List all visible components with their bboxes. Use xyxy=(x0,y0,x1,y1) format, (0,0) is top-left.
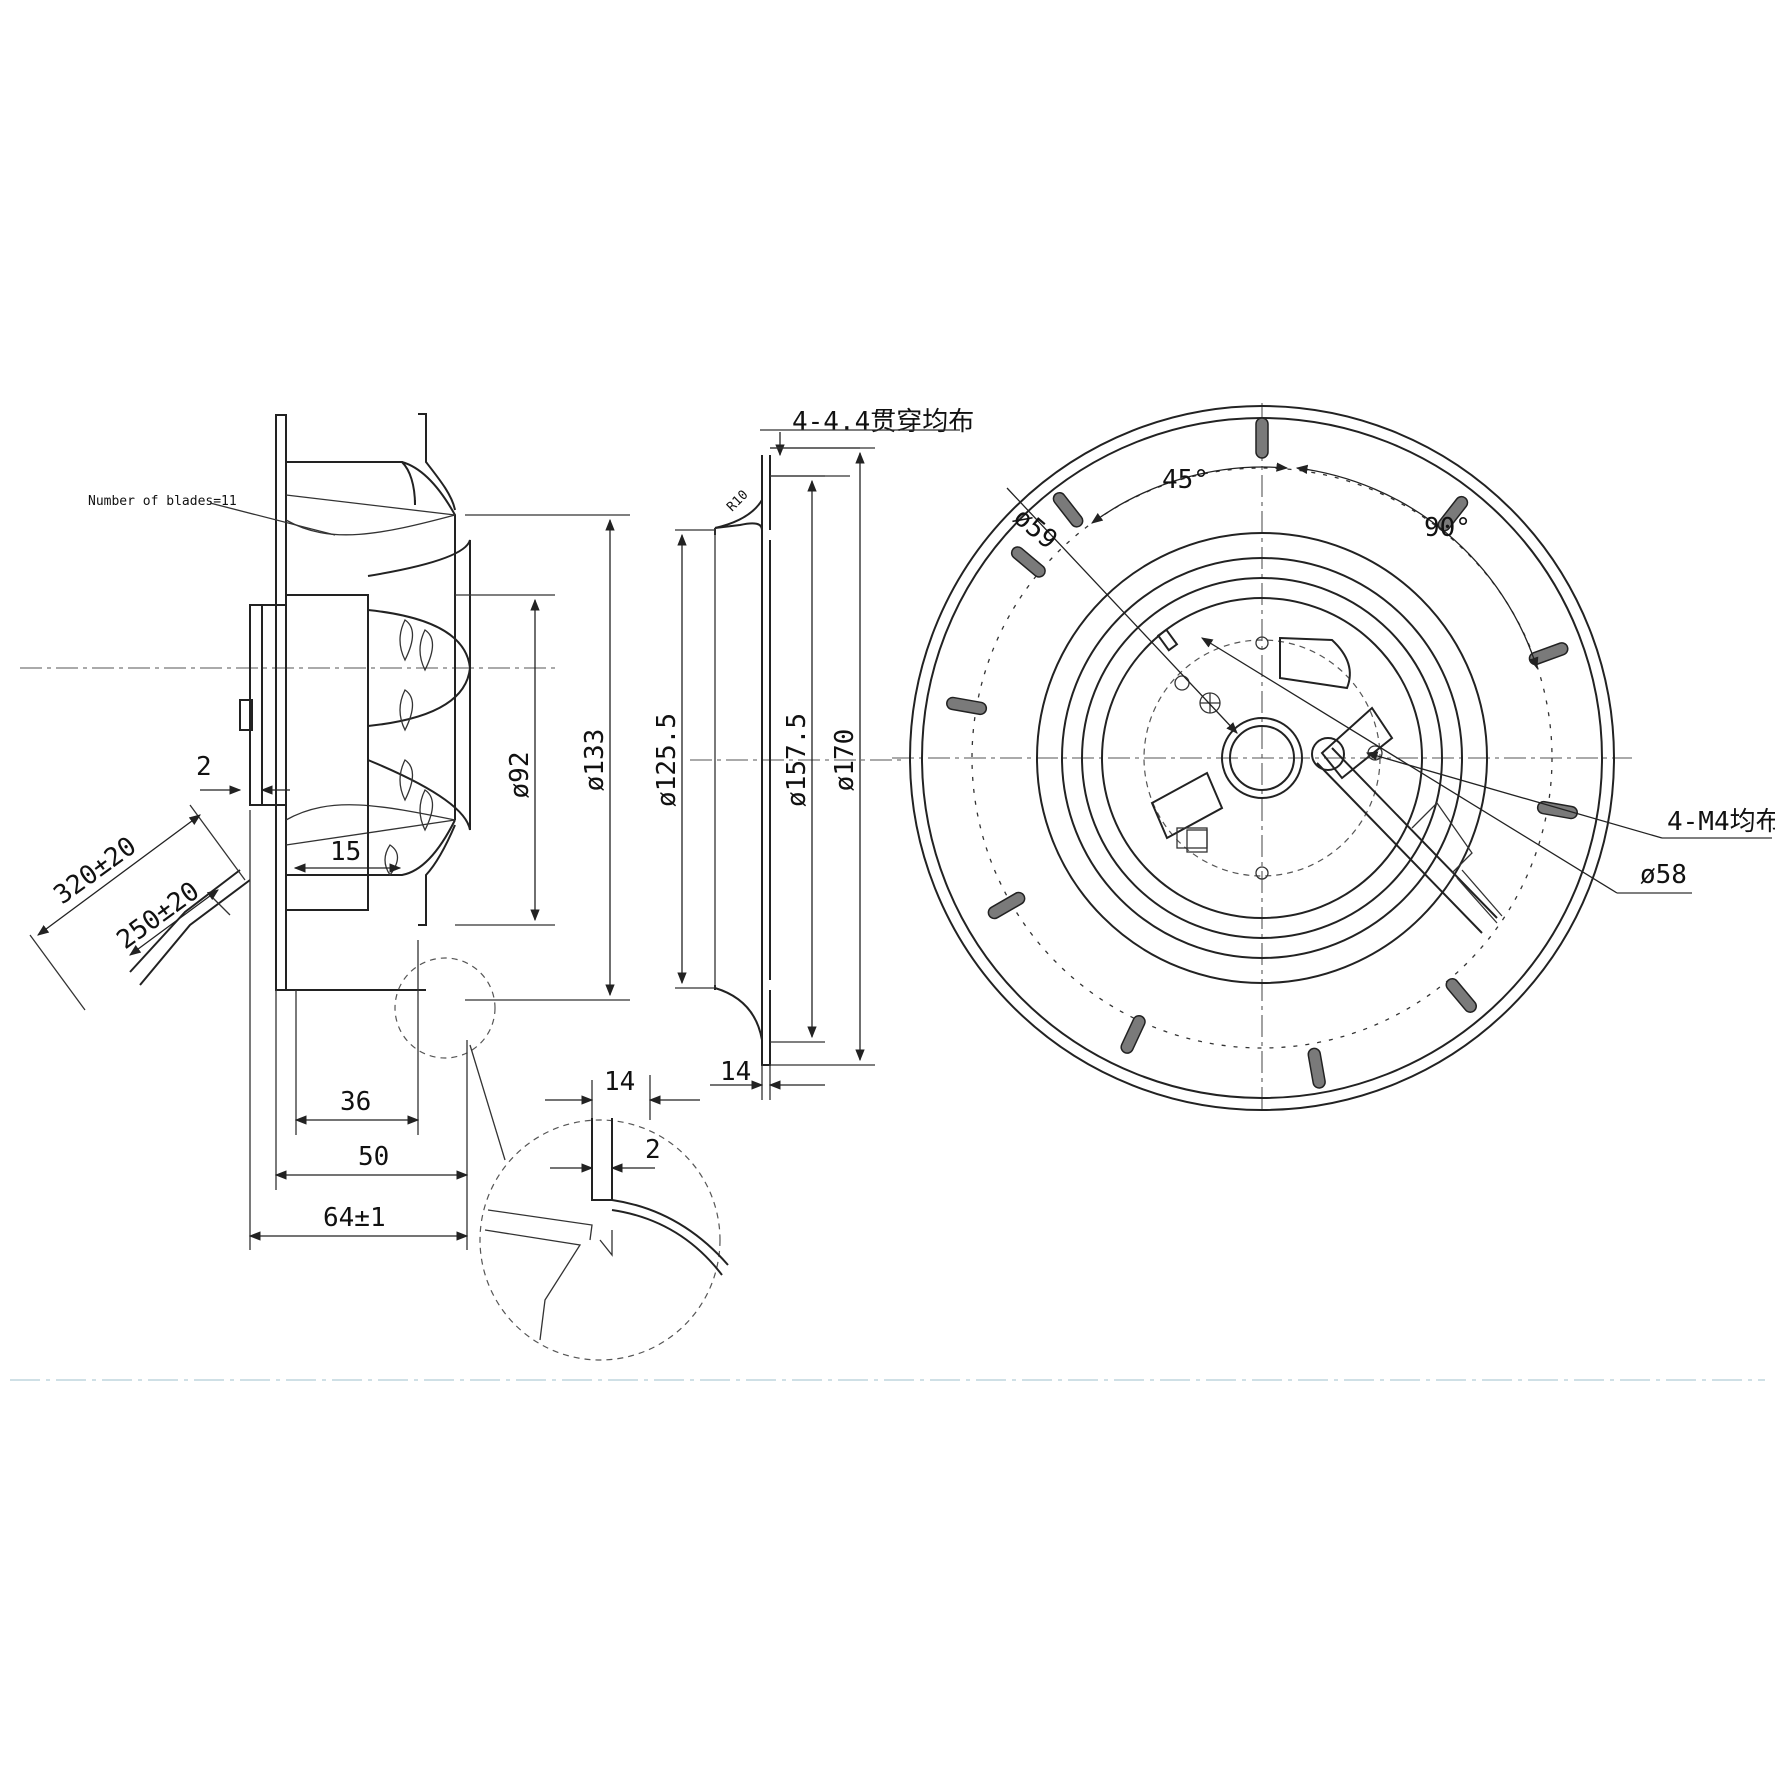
label-through-holes: 4-4.4贯穿均布 xyxy=(792,407,974,437)
dim-d157-5: ø157.5 xyxy=(782,713,812,807)
dim-gap2-detail: 2 xyxy=(645,1135,661,1165)
dim-len14-ring: 14 xyxy=(720,1057,751,1087)
dim-d170: ø170 xyxy=(830,729,860,792)
ring-profile-view: R10 4-4.4贯穿均布 ø125.5 ø157.5 ø170 14 xyxy=(652,407,974,1100)
dim-d125-5: ø125.5 xyxy=(652,713,682,807)
dim-d133: ø133 xyxy=(580,729,610,792)
dim-len36: 36 xyxy=(340,1087,371,1117)
detail-view: 14 2 xyxy=(469,1044,729,1361)
side-view: ø92 ø133 2 15 36 50 64±1 320±20 250±2 xyxy=(20,413,630,1250)
dim-len14-detail: 14 xyxy=(604,1067,635,1097)
dim-len64: 64±1 xyxy=(323,1203,386,1233)
dim-d92: ø92 xyxy=(505,752,535,799)
label-r10: R10 xyxy=(724,488,751,515)
hub-vents xyxy=(384,619,434,877)
dim-d58: ø58 xyxy=(1640,860,1687,890)
front-view: ø59 45° 90° 4-M4均布 ø58 xyxy=(892,403,1775,1113)
dim-lead250: 250±20 xyxy=(111,876,205,955)
dim-lead320: 320±20 xyxy=(48,831,142,910)
dim-gap2-side: 2 xyxy=(196,752,212,782)
dim-len50: 50 xyxy=(358,1142,389,1172)
blade-slots xyxy=(946,417,1578,1089)
dim-len15: 15 xyxy=(330,837,361,867)
dim-angle90: 90° xyxy=(1424,513,1471,543)
label-blades: Number of blades=11 xyxy=(88,494,237,509)
label-mount-thread: 4-M4均布 xyxy=(1667,807,1775,837)
dim-angle45: 45° xyxy=(1162,465,1209,495)
